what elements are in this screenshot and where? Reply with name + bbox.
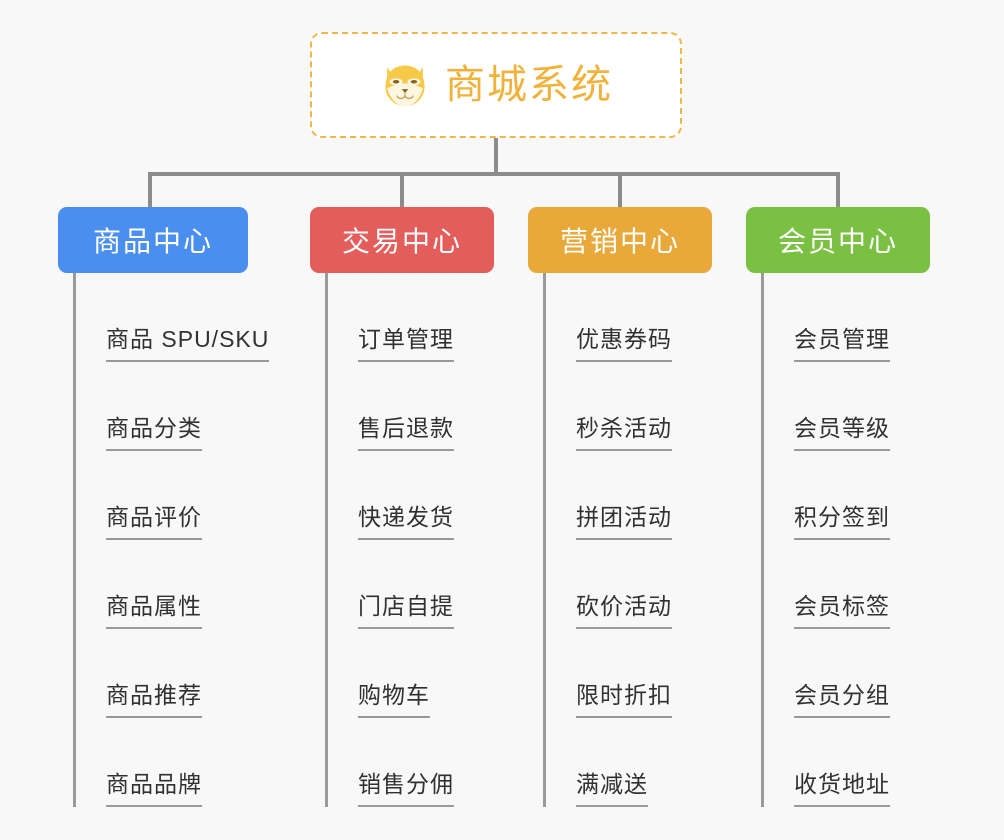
connector-drop-category-3 [618,172,622,208]
leaf-label: 购物车 [358,676,430,718]
list-item[interactable]: 砍价活动 [546,540,712,629]
list-item[interactable]: 售后退款 [328,362,494,451]
shiba-dog-face-icon [385,65,425,107]
connector-drop-category-1 [148,172,152,208]
leaf-label: 商品推荐 [106,676,202,718]
leaf-label: 商品分类 [106,409,202,451]
leaf-label: 会员分组 [794,676,890,718]
category-column-2: 交易中心 订单管理 售后退款 快递发货 门店自提 购物车 销售分佣 [310,207,494,807]
category-header-label: 会员中心 [777,226,898,257]
root-node[interactable]: 商城系统 [310,32,682,138]
category-header-label: 营销中心 [559,226,680,257]
category-header-label: 交易中心 [341,226,462,257]
list-item[interactable]: 商品推荐 [76,629,248,718]
connector-drop-category-4 [836,172,840,208]
leaf-label: 订单管理 [358,320,454,362]
list-item[interactable]: 会员分组 [764,629,930,718]
list-item[interactable]: 门店自提 [328,540,494,629]
list-item[interactable]: 会员等级 [764,362,930,451]
list-item[interactable]: 会员管理 [764,273,930,362]
list-item[interactable]: 满减送 [546,718,712,807]
category-header-label: 商品中心 [92,226,213,257]
leaf-label: 限时折扣 [576,676,672,718]
leaf-label: 积分签到 [794,498,890,540]
leaf-label: 门店自提 [358,587,454,629]
leaf-label: 商品品牌 [106,765,202,807]
list-item[interactable]: 会员标签 [764,540,930,629]
list-item[interactable]: 快递发货 [328,451,494,540]
leaf-label: 优惠券码 [576,320,672,362]
leaf-label: 满减送 [576,765,648,807]
leaf-list-2: 订单管理 售后退款 快递发货 门店自提 购物车 销售分佣 [325,273,494,807]
leaf-label: 售后退款 [358,409,454,451]
list-item[interactable]: 收货地址 [764,718,930,807]
leaf-label: 商品评价 [106,498,202,540]
leaf-label: 砍价活动 [576,587,672,629]
connector-drop-category-2 [400,172,404,208]
list-item[interactable]: 商品分类 [76,362,248,451]
list-item[interactable]: 限时折扣 [546,629,712,718]
list-item[interactable]: 订单管理 [328,273,494,362]
list-item[interactable]: 商品品牌 [76,718,248,807]
category-header-3[interactable]: 营销中心 [528,207,712,273]
leaf-label: 会员等级 [794,409,890,451]
root-title: 商城系统 [445,63,613,107]
connector-root-stem [494,138,498,174]
leaf-label: 收货地址 [794,765,890,807]
leaf-label: 会员管理 [794,320,890,362]
category-column-1: 商品中心 商品 SPU/SKU 商品分类 商品评价 商品属性 商品推荐 商品品牌 [58,207,270,807]
leaf-label: 秒杀活动 [576,409,672,451]
leaf-label: 商品属性 [106,587,202,629]
list-item[interactable]: 商品属性 [76,540,248,629]
leaf-label: 拼团活动 [576,498,672,540]
category-header-4[interactable]: 会员中心 [746,207,930,273]
category-header-2[interactable]: 交易中心 [310,207,494,273]
category-header-1[interactable]: 商品中心 [58,207,248,273]
leaf-list-4: 会员管理 会员等级 积分签到 会员标签 会员分组 收货地址 [761,273,930,807]
leaf-list-1: 商品 SPU/SKU 商品分类 商品评价 商品属性 商品推荐 商品品牌 [73,273,270,807]
leaf-label: 会员标签 [794,587,890,629]
list-item[interactable]: 拼团活动 [546,451,712,540]
list-item[interactable]: 积分签到 [764,451,930,540]
connector-horizontal-bus [148,172,840,176]
category-column-4: 会员中心 会员管理 会员等级 积分签到 会员标签 会员分组 收货地址 [746,207,930,807]
list-item[interactable]: 销售分佣 [328,718,494,807]
leaf-label: 快递发货 [358,498,454,540]
leaf-label: 销售分佣 [358,765,454,807]
leaf-label: 商品 SPU/SKU [106,320,270,362]
list-item[interactable]: 秒杀活动 [546,362,712,451]
list-item[interactable]: 商品 SPU/SKU [76,273,270,362]
list-item[interactable]: 优惠券码 [546,273,712,362]
category-column-3: 营销中心 优惠券码 秒杀活动 拼团活动 砍价活动 限时折扣 满减送 [528,207,712,807]
list-item[interactable]: 购物车 [328,629,494,718]
list-item[interactable]: 商品评价 [76,451,248,540]
leaf-list-3: 优惠券码 秒杀活动 拼团活动 砍价活动 限时折扣 满减送 [543,273,712,807]
